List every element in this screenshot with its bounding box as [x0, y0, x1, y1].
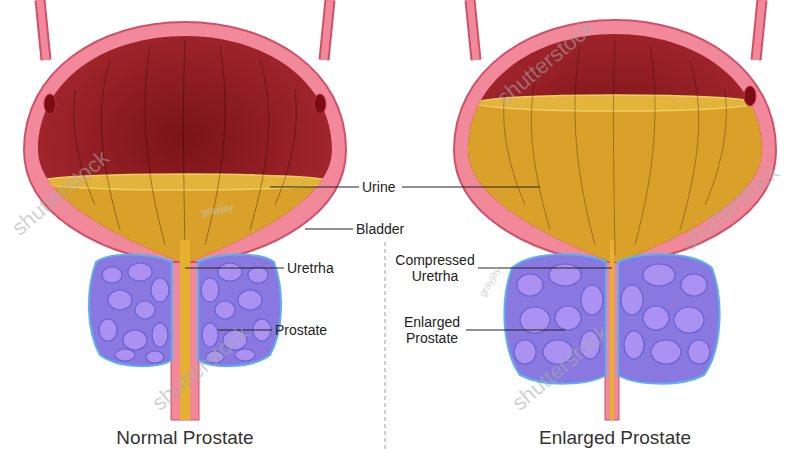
ureter [470, 0, 476, 60]
enlarged-prostate [504, 254, 719, 383]
gland-cells [99, 263, 271, 363]
leader-line [305, 229, 353, 230]
gland-cell [643, 264, 675, 286]
gland-cell [218, 263, 242, 281]
panel-caption: Enlarged Prostate [500, 427, 730, 449]
gland-cell [115, 349, 135, 361]
watermark: grayjay [200, 199, 235, 220]
gland-cell [674, 307, 704, 333]
leader-line [466, 330, 565, 331]
gland-cells [514, 264, 710, 364]
gland-cell [146, 351, 164, 363]
watermark: shutterstock [150, 324, 251, 412]
gland-cell [128, 263, 152, 281]
fold-line [250, 60, 269, 230]
prostate-lobe [618, 254, 720, 383]
watermark: shutterstock [510, 324, 611, 412]
leader-line [270, 187, 359, 188]
fold-line [504, 90, 525, 205]
urethra-wall [605, 240, 619, 420]
leader-line [185, 268, 284, 269]
gland-cell [151, 278, 169, 302]
gland-cell [581, 285, 603, 315]
bladder-folds [74, 40, 297, 255]
ureter [40, 0, 46, 60]
ureteral-orifice [314, 94, 326, 114]
bladder-cavity [38, 36, 332, 262]
bladder-wall [24, 22, 346, 262]
fold-line [613, 40, 615, 255]
fold-line [680, 60, 699, 230]
gland-cell [123, 330, 147, 350]
gland-cell [624, 331, 644, 359]
ureter [324, 0, 330, 60]
fold-line [275, 90, 296, 205]
normal-bladder [24, 0, 346, 420]
fold-line [101, 60, 120, 230]
fold-line [575, 45, 595, 245]
watermark: shutterstock [10, 149, 111, 237]
gland-cell [135, 301, 155, 319]
gland-cell [517, 274, 543, 296]
prostate-lobe [89, 255, 172, 367]
gland-cell [643, 306, 669, 330]
ureter [470, 0, 476, 60]
gland-cell [651, 340, 681, 364]
watermark: shutterstock [495, 19, 596, 107]
part-label: Bladder [356, 221, 404, 237]
ureter [324, 0, 330, 60]
gland-cell [514, 340, 536, 364]
gland-cell [248, 267, 268, 283]
part-label: Uretrha [287, 260, 334, 276]
part-label: Urine [362, 179, 395, 195]
fold-line [531, 60, 550, 230]
normal-prostate [89, 255, 281, 367]
panel-caption: Normal Prostate [70, 427, 300, 449]
gland-cell [108, 290, 132, 310]
gland-cell [621, 285, 643, 315]
urethra-channel [610, 240, 614, 420]
part-label: Compressed Uretrha [392, 252, 478, 284]
gland-cell [520, 307, 550, 333]
leader-line [402, 187, 540, 188]
gland-cell [555, 306, 581, 330]
watermark: shutterstock [680, 164, 781, 252]
fold-line [705, 90, 726, 205]
fold-line [635, 45, 655, 245]
gland-cell [549, 264, 581, 286]
gland-cell [235, 349, 255, 361]
ureter [756, 0, 762, 60]
gland-cell [201, 278, 219, 302]
fold-line [145, 45, 165, 245]
gland-cell [215, 301, 235, 319]
fold-line [183, 40, 185, 255]
ureteral-orifice [744, 86, 756, 106]
gland-cell [102, 267, 122, 283]
gland-cell [99, 319, 117, 341]
gland-cell [152, 323, 168, 347]
part-label: Prostate [275, 322, 327, 338]
leader-lines [185, 187, 612, 330]
watermark: grayjay [475, 264, 505, 300]
ureter [40, 0, 46, 60]
panel-divider [385, 242, 386, 450]
ureteral-orifice [44, 94, 56, 114]
gland-cell [238, 290, 262, 310]
gland-cell [681, 274, 707, 296]
ureter [756, 0, 762, 60]
part-label: Enlarged Prostate [398, 314, 466, 346]
gland-cell [688, 340, 710, 364]
